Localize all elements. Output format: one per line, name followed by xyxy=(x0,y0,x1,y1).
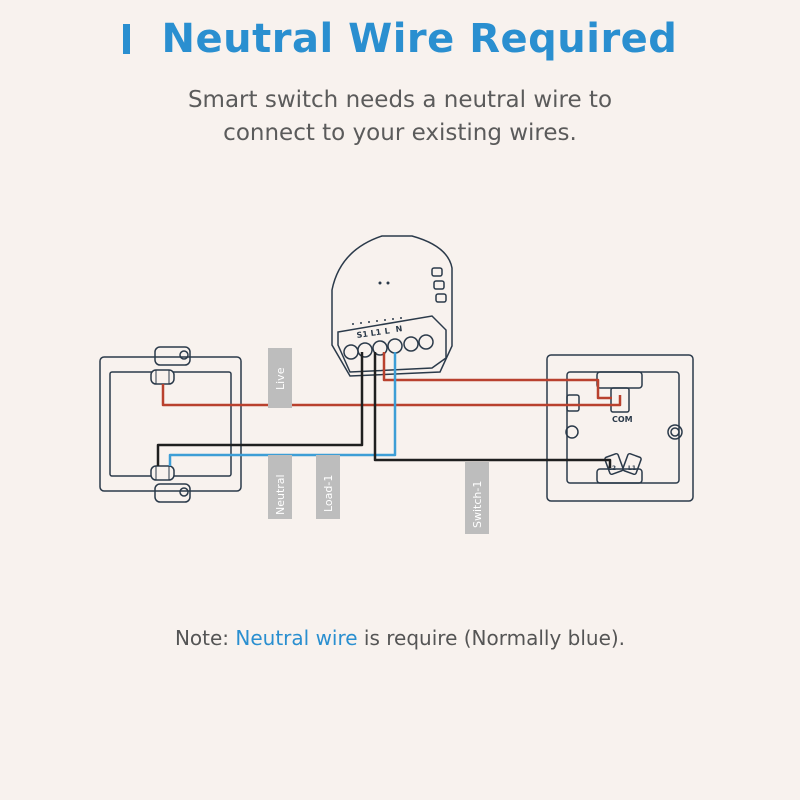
label-switch-text: Switch-1 xyxy=(471,481,484,528)
label-neutral: Neutral xyxy=(268,455,292,519)
live-wire xyxy=(161,384,622,407)
module-terminal-n: N xyxy=(395,324,403,334)
subtitle-line-2: connect to your existing wires. xyxy=(223,120,577,146)
label-switch: Switch-1 xyxy=(465,462,489,534)
subtitle: Smart switch needs a neutral wire to con… xyxy=(0,84,800,150)
label-neutral-text: Neutral xyxy=(274,474,287,515)
module-terminal-s1: S1 xyxy=(356,329,369,340)
wire-connector-top xyxy=(150,369,175,385)
note-highlight: Neutral wire xyxy=(235,626,358,650)
module-led-dots xyxy=(352,317,402,325)
title-accent-bar xyxy=(122,24,130,54)
label-load-text: Load-1 xyxy=(322,475,335,512)
module-terminal-l1: L1 xyxy=(370,328,382,338)
live-branch-wire xyxy=(382,352,612,400)
page-title: Neutral Wire Required xyxy=(0,16,800,62)
wall-switch xyxy=(546,354,694,502)
note: Note: Neutral wire is require (Normally … xyxy=(0,626,800,650)
load-wire xyxy=(156,352,364,466)
note-suffix: is require (Normally blue). xyxy=(357,626,626,650)
smart-switch-module xyxy=(331,235,453,377)
note-prefix: Note: xyxy=(174,626,236,650)
label-load: Load-1 xyxy=(316,455,340,519)
wire-connector-bottom xyxy=(150,465,175,481)
switch-wire xyxy=(373,352,612,468)
title-text: Neutral Wire Required xyxy=(161,16,678,62)
subtitle-line-1: Smart switch needs a neutral wire to xyxy=(187,87,613,113)
terminal-label-l2: L2 xyxy=(608,465,616,472)
terminal-label-com: COM xyxy=(612,415,633,424)
module-terminal-l: L xyxy=(384,326,390,336)
label-live-text: Live xyxy=(274,367,287,390)
label-live: Live xyxy=(268,348,292,408)
terminal-label-l1: L1 xyxy=(628,465,636,472)
